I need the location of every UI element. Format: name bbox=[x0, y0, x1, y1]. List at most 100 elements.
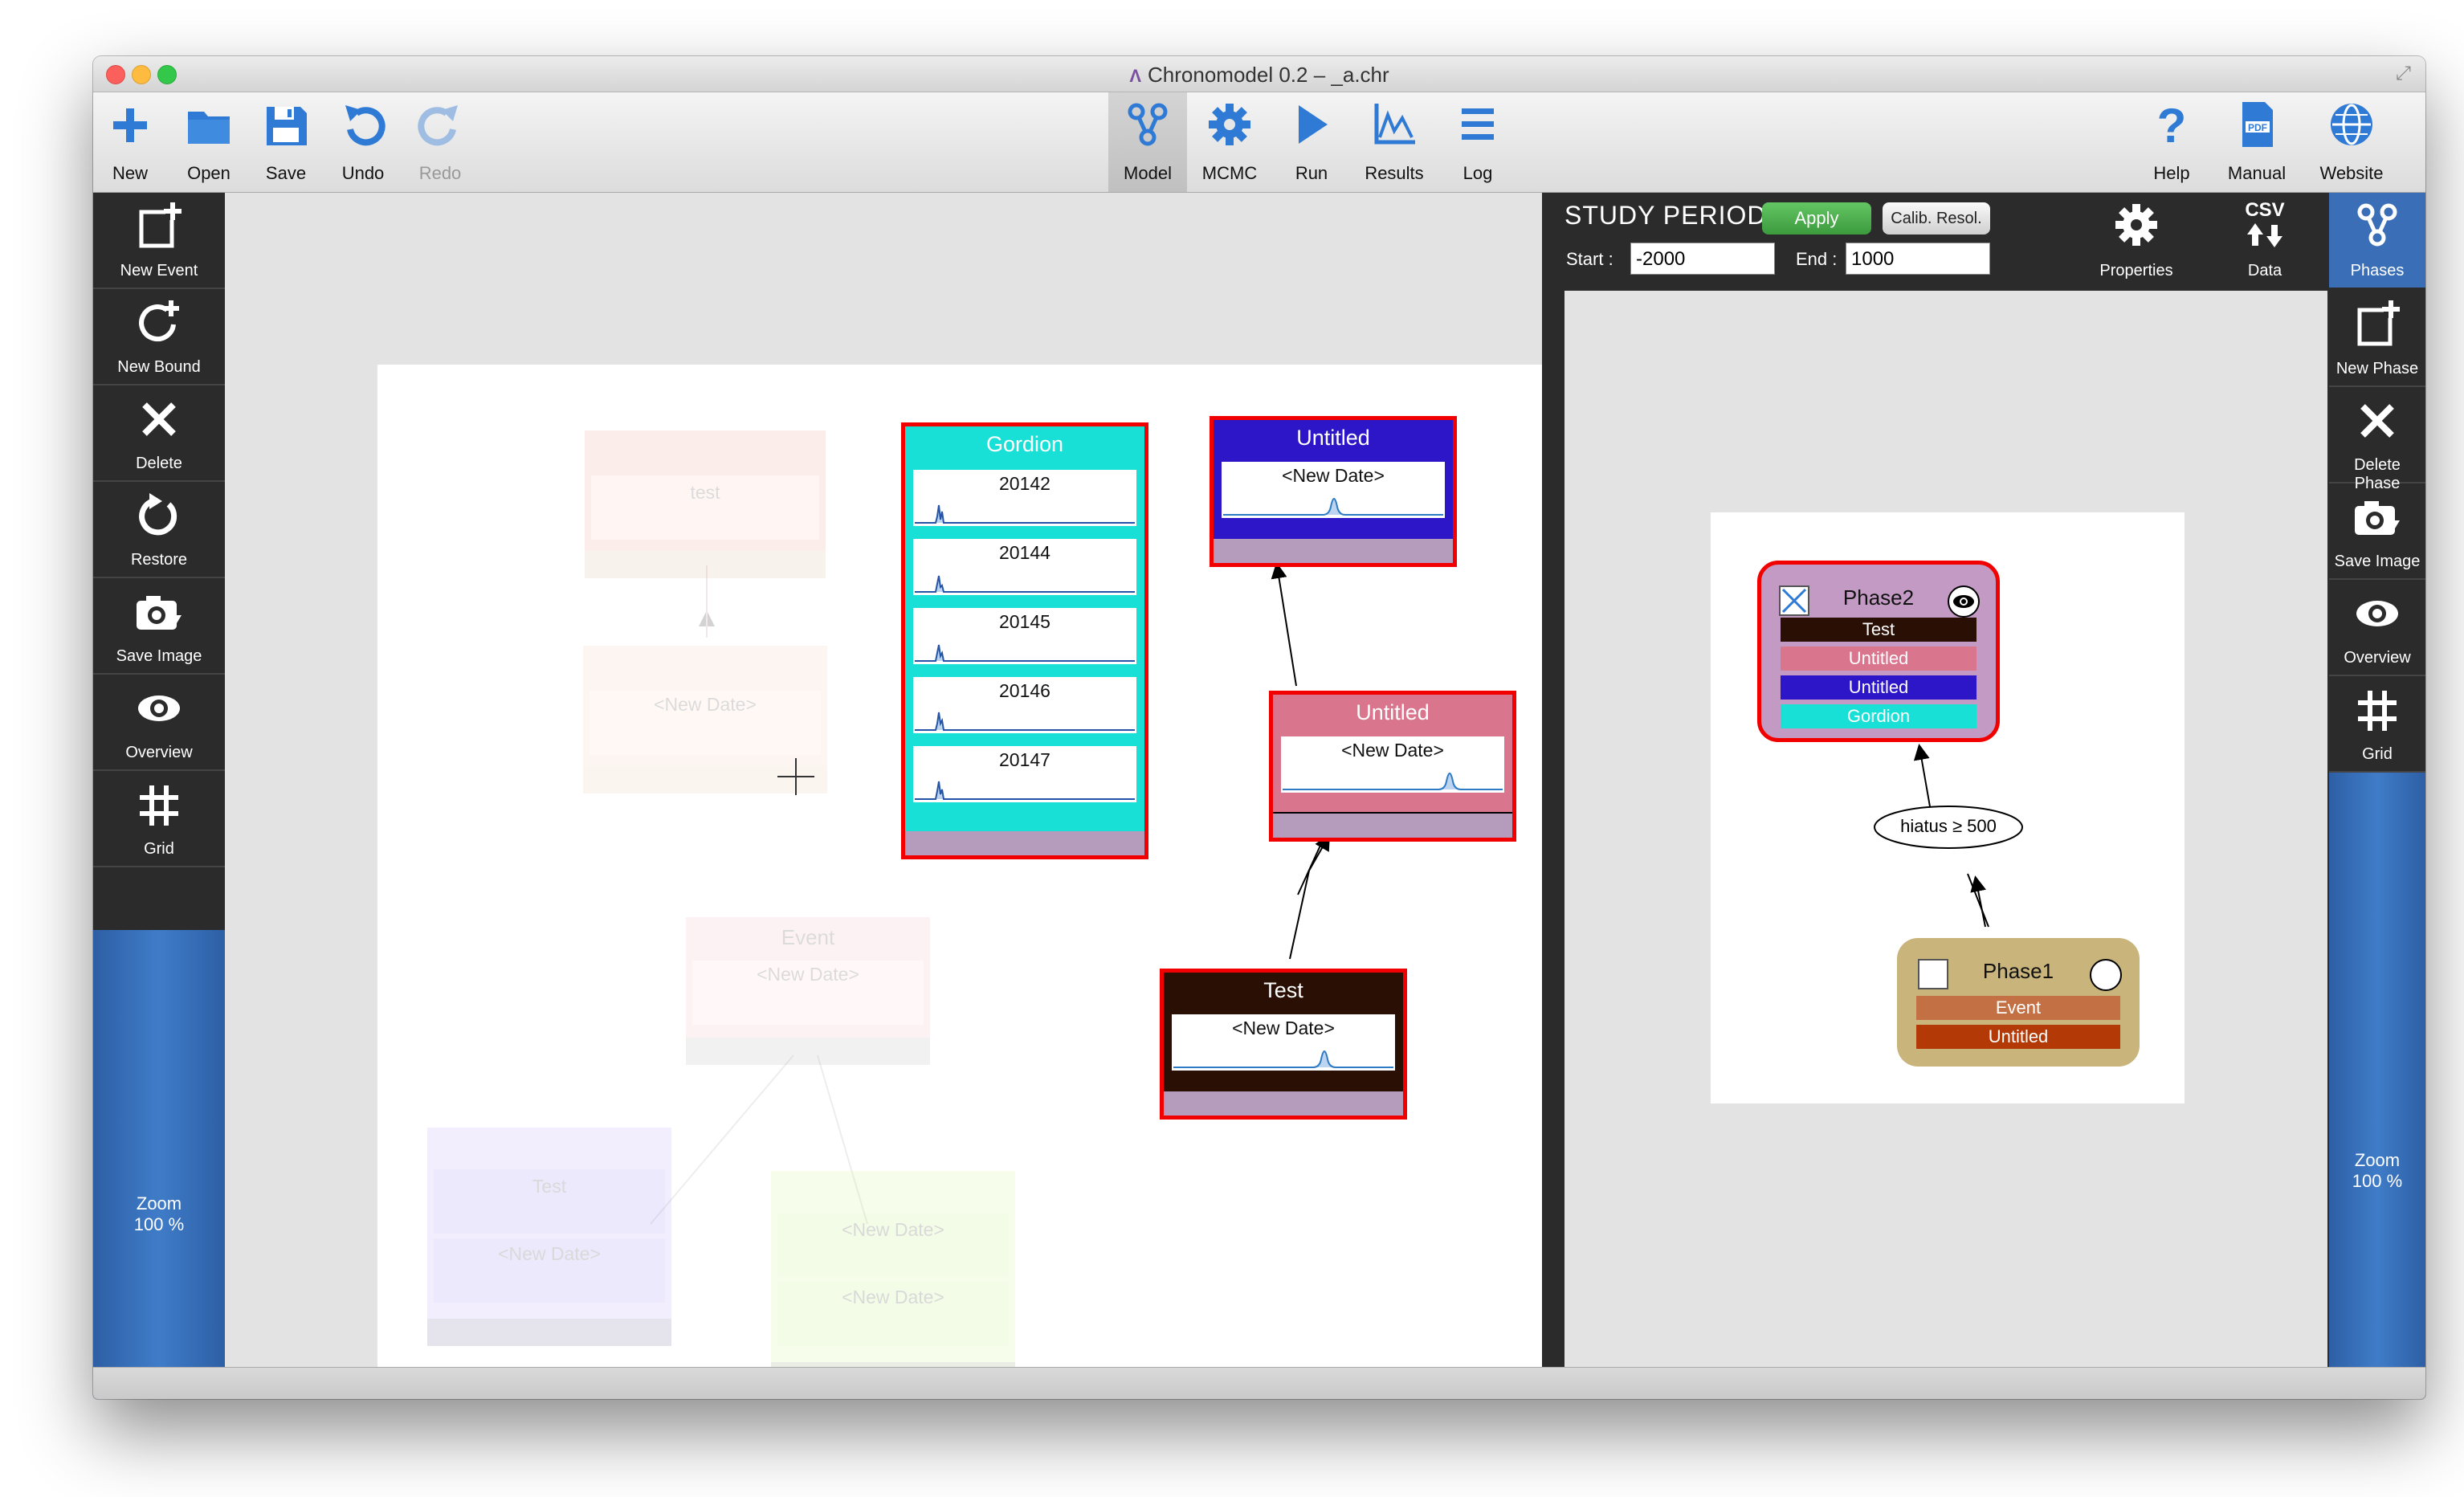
event-gordion-title: Gordion bbox=[985, 432, 1064, 456]
phase-phase2[interactable]: Phase2 Test Untitled Untitled Gordion bbox=[1757, 561, 2000, 742]
cross-icon bbox=[93, 394, 225, 447]
phase1-title: Phase1 bbox=[1982, 959, 2054, 983]
new-event-button[interactable]: New Event bbox=[93, 193, 225, 289]
events-canvas[interactable]: test <New Date> Event <New Date> bbox=[377, 365, 1558, 1399]
grid-phase-button[interactable]: Grid bbox=[2329, 676, 2425, 773]
date-20144[interactable]: 20144 bbox=[913, 539, 1136, 595]
phase1-checkbox[interactable] bbox=[1918, 959, 1948, 989]
event-test-faded[interactable]: test bbox=[585, 430, 826, 578]
eye-icon[interactable] bbox=[1948, 585, 1980, 618]
mcmc-tab[interactable]: MCMC bbox=[1187, 92, 1272, 192]
event-test-purple-faded[interactable]: Test <New Date> bbox=[427, 1128, 671, 1346]
restore-icon bbox=[93, 490, 225, 543]
new-bound-button[interactable]: New Bound bbox=[93, 289, 225, 385]
window-title: Λ Chronomodel 0.2 – _a.chr bbox=[93, 63, 2425, 88]
constraint-arrows bbox=[650, 562, 1330, 1225]
date-20146[interactable]: 20146 bbox=[913, 677, 1136, 733]
phase2-checkbox[interactable] bbox=[1779, 585, 1809, 616]
app-icon: Λ bbox=[1129, 66, 1142, 86]
save-image-button[interactable]: Save Image bbox=[93, 578, 225, 675]
undo-button[interactable]: Undo bbox=[324, 92, 402, 192]
eye-closed-icon[interactable] bbox=[2090, 959, 2122, 991]
manual-button[interactable]: PDF Manual bbox=[2210, 92, 2303, 192]
question-mark-icon: ? bbox=[2133, 97, 2210, 153]
data-button[interactable]: CSV Data bbox=[2201, 193, 2329, 288]
calib-resol-button[interactable]: Calib. Resol. bbox=[1883, 202, 1990, 235]
phases-zoom-area[interactable]: Zoom 100 % bbox=[2329, 773, 2425, 1399]
phase-phase1[interactable]: Phase1 Event Untitled bbox=[1897, 938, 2140, 1067]
events-scene[interactable]: test <New Date> Event <New Date> bbox=[225, 193, 1558, 1399]
redo-button[interactable]: Redo bbox=[402, 92, 479, 192]
results-chart-icon bbox=[1351, 97, 1438, 153]
event-untitled-blue-title: Untitled bbox=[1296, 426, 1370, 450]
arrow-test-to-untitled-pink[interactable] bbox=[1308, 834, 1330, 871]
start-input[interactable]: -2000 bbox=[1630, 243, 1775, 275]
help-button[interactable]: ? Help bbox=[2133, 92, 2210, 192]
hiatus-label: hiatus ≥ 500 bbox=[1900, 816, 1997, 836]
phase2-event-gordion: Gordion bbox=[1781, 704, 1977, 728]
phase1-event-untitled: Untitled bbox=[1916, 1025, 2120, 1049]
save-button[interactable]: Save bbox=[247, 92, 324, 192]
plus-icon bbox=[93, 97, 167, 153]
zoom-area[interactable]: Zoom 100 % bbox=[93, 930, 225, 1399]
date-untitled-pink[interactable]: <New Date> bbox=[1281, 736, 1504, 793]
event-event-faded[interactable]: Event <New Date> bbox=[686, 917, 930, 1065]
zoom-window-button[interactable] bbox=[157, 65, 177, 84]
phases-scene[interactable]: hiatus ≥ 500 Phase2 Test Untitled Untitl… bbox=[1564, 291, 2327, 1391]
run-tab[interactable]: Run bbox=[1272, 92, 1351, 192]
apply-button[interactable]: Apply bbox=[1762, 202, 1871, 235]
arrow-untitled-pink-to-blue[interactable] bbox=[1271, 562, 1297, 687]
folder-icon bbox=[170, 97, 247, 153]
event-untitled-pink[interactable]: Untitled <New Date> bbox=[1269, 691, 1516, 842]
save-image-phase-button[interactable]: Save Image bbox=[2329, 483, 2425, 580]
phase1-event-event: Event bbox=[1916, 996, 2120, 1020]
new-phase-button[interactable]: New Phase bbox=[2329, 291, 2425, 387]
date-20145[interactable]: 20145 bbox=[913, 608, 1136, 664]
bound-faded[interactable]: <New Date> bbox=[583, 646, 827, 793]
date-test[interactable]: <New Date> bbox=[1172, 1014, 1395, 1071]
camera-icon bbox=[2329, 492, 2425, 545]
event-untitled-blue[interactable]: Untitled <New Date> bbox=[1210, 416, 1457, 567]
phases-button[interactable]: Phases bbox=[2329, 193, 2425, 288]
date-20142[interactable]: 20142 bbox=[913, 470, 1136, 526]
log-tab[interactable]: Log bbox=[1438, 92, 1518, 192]
grid-button[interactable]: Grid bbox=[93, 771, 225, 867]
zoom-value: 100 % bbox=[133, 1214, 185, 1234]
fullscreen-icon[interactable]: ⤢ bbox=[2395, 63, 2411, 84]
eye-icon bbox=[2329, 588, 2425, 641]
end-input[interactable]: 1000 bbox=[1846, 243, 1990, 275]
overview-button[interactable]: Overview bbox=[93, 675, 225, 771]
results-tab[interactable]: Results bbox=[1351, 92, 1438, 192]
right-sidebar: New Phase Delete Phase Save Image Overvi… bbox=[2329, 291, 2425, 1399]
end-label: End : bbox=[1796, 249, 1838, 269]
pdf-document-icon: PDF bbox=[2210, 97, 2303, 153]
close-window-button[interactable] bbox=[106, 65, 125, 84]
date-20147[interactable]: 20147 bbox=[913, 746, 1136, 802]
new-button[interactable]: New bbox=[93, 92, 167, 192]
open-button[interactable]: Open bbox=[170, 92, 247, 192]
new-phase-icon bbox=[2329, 299, 2425, 352]
date-untitled-blue[interactable]: <New Date> bbox=[1222, 462, 1445, 518]
minimize-window-button[interactable] bbox=[132, 65, 151, 84]
website-button[interactable]: Website bbox=[2303, 92, 2400, 192]
phases-canvas[interactable]: hiatus ≥ 500 Phase2 Test Untitled Untitl… bbox=[1711, 512, 2185, 1103]
overview-phase-button[interactable]: Overview bbox=[2329, 580, 2425, 676]
undo-arrow-icon bbox=[324, 97, 402, 153]
new-event-icon bbox=[93, 201, 225, 254]
model-tab[interactable]: Model bbox=[1108, 92, 1187, 192]
event-untitled-pink-footer bbox=[1273, 814, 1512, 838]
event-test[interactable]: Test <New Date> bbox=[1160, 969, 1407, 1120]
floppy-disk-icon bbox=[247, 97, 324, 153]
restore-button[interactable]: Restore bbox=[93, 482, 225, 578]
phases-zoom-value: 100 % bbox=[2352, 1171, 2403, 1191]
event-green-faded[interactable]: <New Date> <New Date> bbox=[771, 1171, 1015, 1389]
hiatus-constraint[interactable] bbox=[1874, 806, 2023, 849]
window-title-text: Chronomodel 0.2 – _a.chr bbox=[1148, 63, 1389, 87]
phase2-title: Phase2 bbox=[1842, 585, 1915, 610]
zoom-label: Zoom bbox=[136, 1193, 182, 1214]
properties-button[interactable]: Properties bbox=[2072, 193, 2201, 288]
cross-icon bbox=[2329, 395, 2425, 448]
delete-button[interactable]: Delete bbox=[93, 385, 225, 482]
delete-phase-button[interactable]: Delete Phase bbox=[2329, 387, 2425, 492]
event-gordion[interactable]: Gordion 20142 20144 20145 20146 bbox=[901, 422, 1148, 859]
